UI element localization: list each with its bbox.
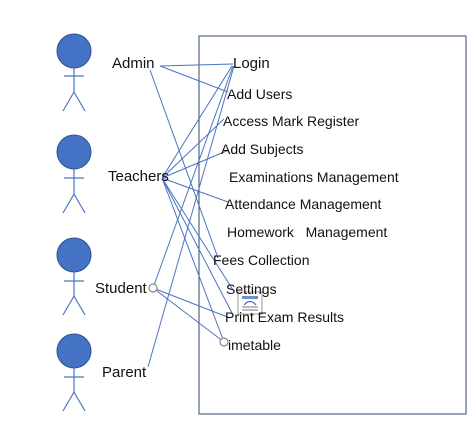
- assoc-student-print-results: [152, 287, 231, 319]
- assoc-admin-fees: [149, 69, 219, 259]
- actor-label-admin: Admin: [112, 55, 155, 72]
- actor-student-head: [56, 237, 92, 273]
- actor-teachers: [56, 134, 92, 214]
- timetable-connector-handle: [219, 337, 229, 347]
- use-case-timetable: imetable: [228, 337, 281, 353]
- assoc-admin-add-users: [159, 65, 229, 93]
- assoc-teachers-timetable: [161, 177, 225, 343]
- student-connector-handle: [148, 283, 158, 293]
- system-boundary: [198, 35, 467, 415]
- assoc-teachers-mark-register: [161, 149, 230, 179]
- assoc-teachers-add-subjects: [161, 118, 225, 179]
- use-case-access-mark-register: Access Mark Register: [223, 113, 360, 129]
- use-case-settings: Settings: [226, 281, 277, 297]
- actor-admin-head: [56, 33, 92, 69]
- actor-label-teachers: Teachers: [108, 168, 169, 185]
- assoc-teachers-login: [161, 65, 233, 179]
- use-case-add-users: Add Users: [227, 86, 293, 102]
- assoc-student-login: [152, 65, 234, 289]
- actor-label-student: Student: [95, 280, 147, 297]
- use-case-fees-collection: Fees Collection: [213, 252, 310, 268]
- actor-student: [56, 237, 92, 316]
- assoc-admin-login: [159, 63, 234, 67]
- use-case-login: Login: [233, 55, 270, 72]
- assoc-teachers-print-results: [161, 177, 233, 314]
- assoc-teachers-attendance: [161, 177, 229, 203]
- assoc-teachers-settings: [161, 177, 234, 291]
- use-case-print-exam-results: Print Exam Results: [225, 309, 345, 325]
- use-case-examinations-management: Examinations Management: [229, 169, 399, 185]
- actor-parent-head: [56, 333, 92, 369]
- actor-label-parent: Parent: [102, 364, 147, 381]
- actor-parent: [56, 333, 92, 412]
- assoc-student-timetable: [152, 287, 225, 343]
- actor-teachers-head: [56, 134, 92, 170]
- assoc-parent-login: [147, 65, 235, 368]
- layout-options-icon[interactable]: [237, 291, 263, 315]
- associations: [147, 63, 235, 368]
- use-case-attendance-management: Attendance Management: [225, 196, 382, 212]
- use-case-add-subjects: Add Subjects: [221, 141, 304, 157]
- actor-admin: [56, 33, 92, 112]
- use-case-homework-management: Homework Management: [227, 224, 388, 240]
